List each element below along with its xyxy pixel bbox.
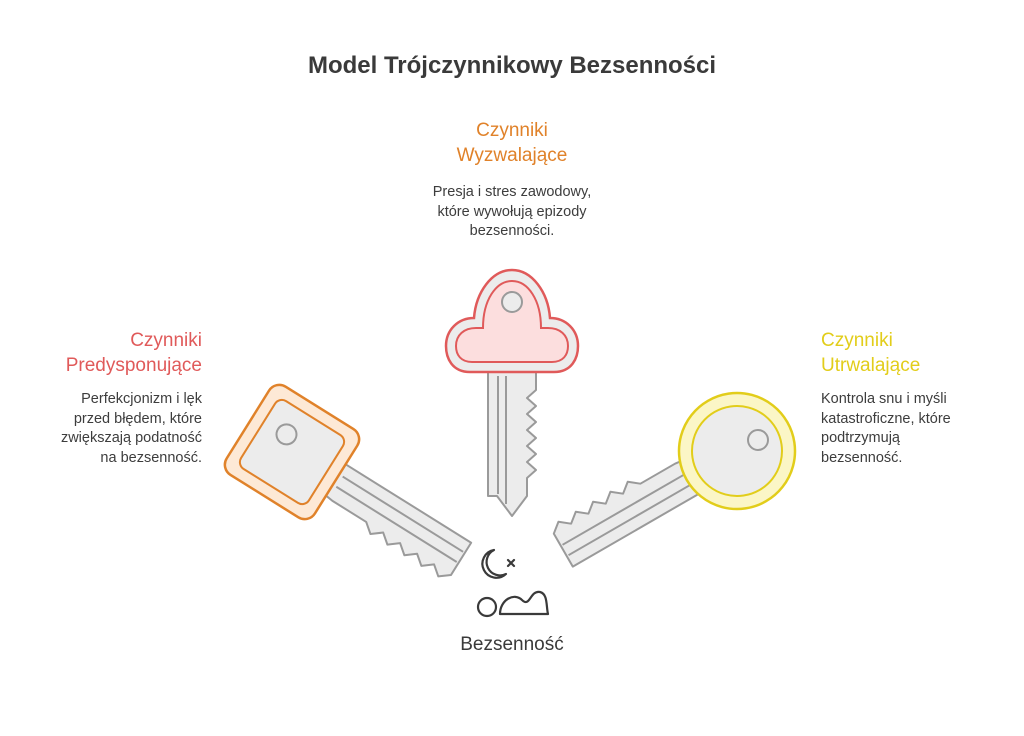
precipitating-description: Presja i stres zawodowy, które wywołują … — [362, 183, 662, 242]
perpetuating-heading-line-1: Czynniki — [821, 330, 893, 351]
precipitating-heading-line-2: Wyzwalające — [456, 145, 568, 166]
moon-x-sleeper-icon — [476, 548, 550, 618]
precipitating-desc-line-1: Presja i stres zawodowy, — [432, 184, 592, 200]
perpetuating-desc-line-2: katastroficzne, które — [821, 410, 951, 427]
precipitating-desc-line-2: które wywołują epizody — [437, 203, 587, 220]
predisposing-heading-line-1: Czynniki — [130, 330, 202, 351]
predisposing-desc-line-2: przed błędem, które — [73, 410, 202, 427]
round-key-icon — [552, 391, 797, 568]
predisposing-desc-line-4: na bezsenność. — [100, 449, 202, 466]
precipitating-desc-line-3: bezsenności. — [469, 223, 555, 239]
perpetuating-desc-line-3: podtrzymują — [821, 430, 900, 446]
perpetuating-heading: Czynniki Utrwalające — [821, 328, 1011, 378]
predisposing-description: Perfekcjonizm i lęk przed błędem, które … — [30, 390, 202, 468]
perpetuating-desc-line-4: bezsenność. — [821, 449, 903, 466]
square-key-icon — [223, 383, 473, 578]
center-label: Bezsenność — [460, 634, 564, 655]
predisposing-heading: Czynniki Predysponujące — [30, 328, 202, 378]
diagram-title: Model Trójczynnikowy Bezsenności — [307, 52, 717, 79]
perpetuating-heading-line-2: Utrwalające — [821, 355, 921, 376]
precipitating-heading-line-1: Czynniki — [476, 120, 548, 141]
perpetuating-description: Kontrola snu i myśli katastroficzne, któ… — [821, 390, 1011, 468]
precipitating-heading: Czynniki Wyzwalające — [362, 118, 662, 168]
predisposing-heading-line-2: Predysponujące — [65, 355, 202, 376]
cloud-key-icon — [444, 268, 580, 517]
predisposing-desc-line-3: zwiększają podatność — [60, 430, 202, 446]
perpetuating-desc-line-1: Kontrola snu i myśli — [821, 391, 947, 407]
predisposing-desc-line-1: Perfekcjonizm i lęk — [81, 391, 202, 407]
